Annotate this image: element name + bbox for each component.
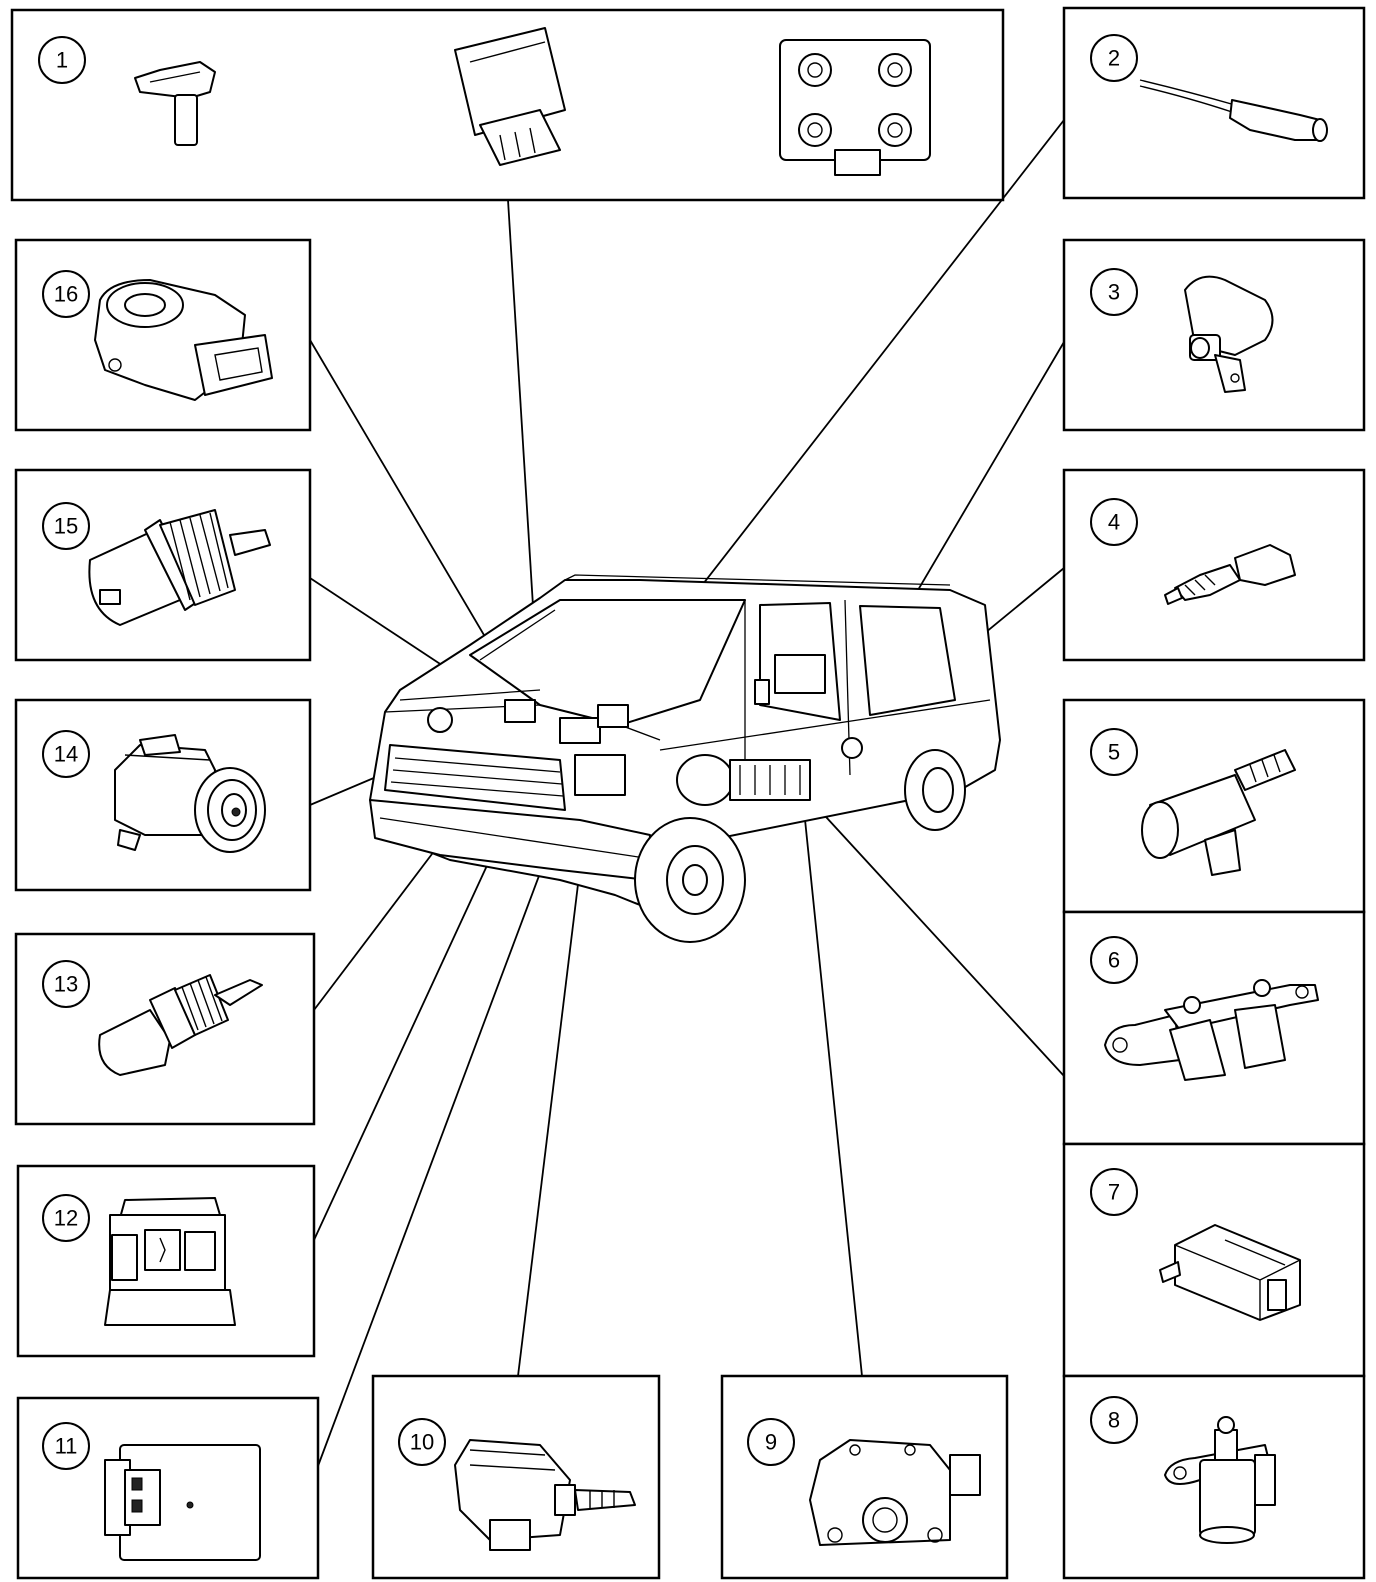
callout-label-9: 9 [765,1430,777,1455]
callout-16: 16 [42,270,90,318]
callout-label-4: 4 [1108,510,1120,535]
callout-10: 10 [398,1418,446,1466]
callout-label-2: 2 [1108,46,1120,71]
component-box-9 [720,1374,1009,1580]
callout-label-12: 12 [54,1206,78,1231]
callout-8: 8 [1090,1396,1138,1444]
component-box-6 [1062,910,1366,1146]
component-box-14 [14,698,312,892]
callout-13: 13 [42,960,90,1008]
callout-label-13: 13 [54,972,78,997]
component-box-4 [1062,468,1366,662]
leader-line-9 [802,799,863,1377]
leader-line-6 [814,804,1065,1077]
callout-9: 9 [747,1418,795,1466]
callout-label-16: 16 [54,282,78,307]
callout-5: 5 [1090,728,1138,776]
callout-4: 4 [1090,498,1138,546]
van-illustration [369,574,1001,943]
callout-label-5: 5 [1108,740,1120,765]
component-box-13 [14,932,316,1126]
callout-1: 1 [38,36,86,84]
component-box-3 [1062,238,1366,432]
callout-label-1: 1 [56,48,68,73]
component-box-11 [16,1396,320,1580]
callout-6: 6 [1090,936,1138,984]
callout-14: 14 [42,730,90,778]
callout-label-10: 10 [410,1430,434,1455]
callout-label-15: 15 [54,514,78,539]
component-box-1 [10,8,1005,202]
callout-7: 7 [1090,1168,1138,1216]
callout-label-3: 3 [1108,280,1120,305]
callout-label-7: 7 [1108,1180,1120,1205]
callout-label-8: 8 [1108,1408,1120,1433]
callout-15: 15 [42,502,90,550]
callout-3: 3 [1090,268,1138,316]
callout-12: 12 [42,1194,90,1242]
component-box-15 [14,468,312,662]
callout-2: 2 [1090,34,1138,82]
callout-11: 11 [42,1422,90,1470]
callout-label-14: 14 [54,742,78,767]
callout-label-11: 11 [55,1434,78,1459]
component-box-16 [14,238,312,432]
leader-line-13 [313,849,436,1011]
callout-label-6: 6 [1108,948,1120,973]
component-box-10 [371,1374,661,1580]
